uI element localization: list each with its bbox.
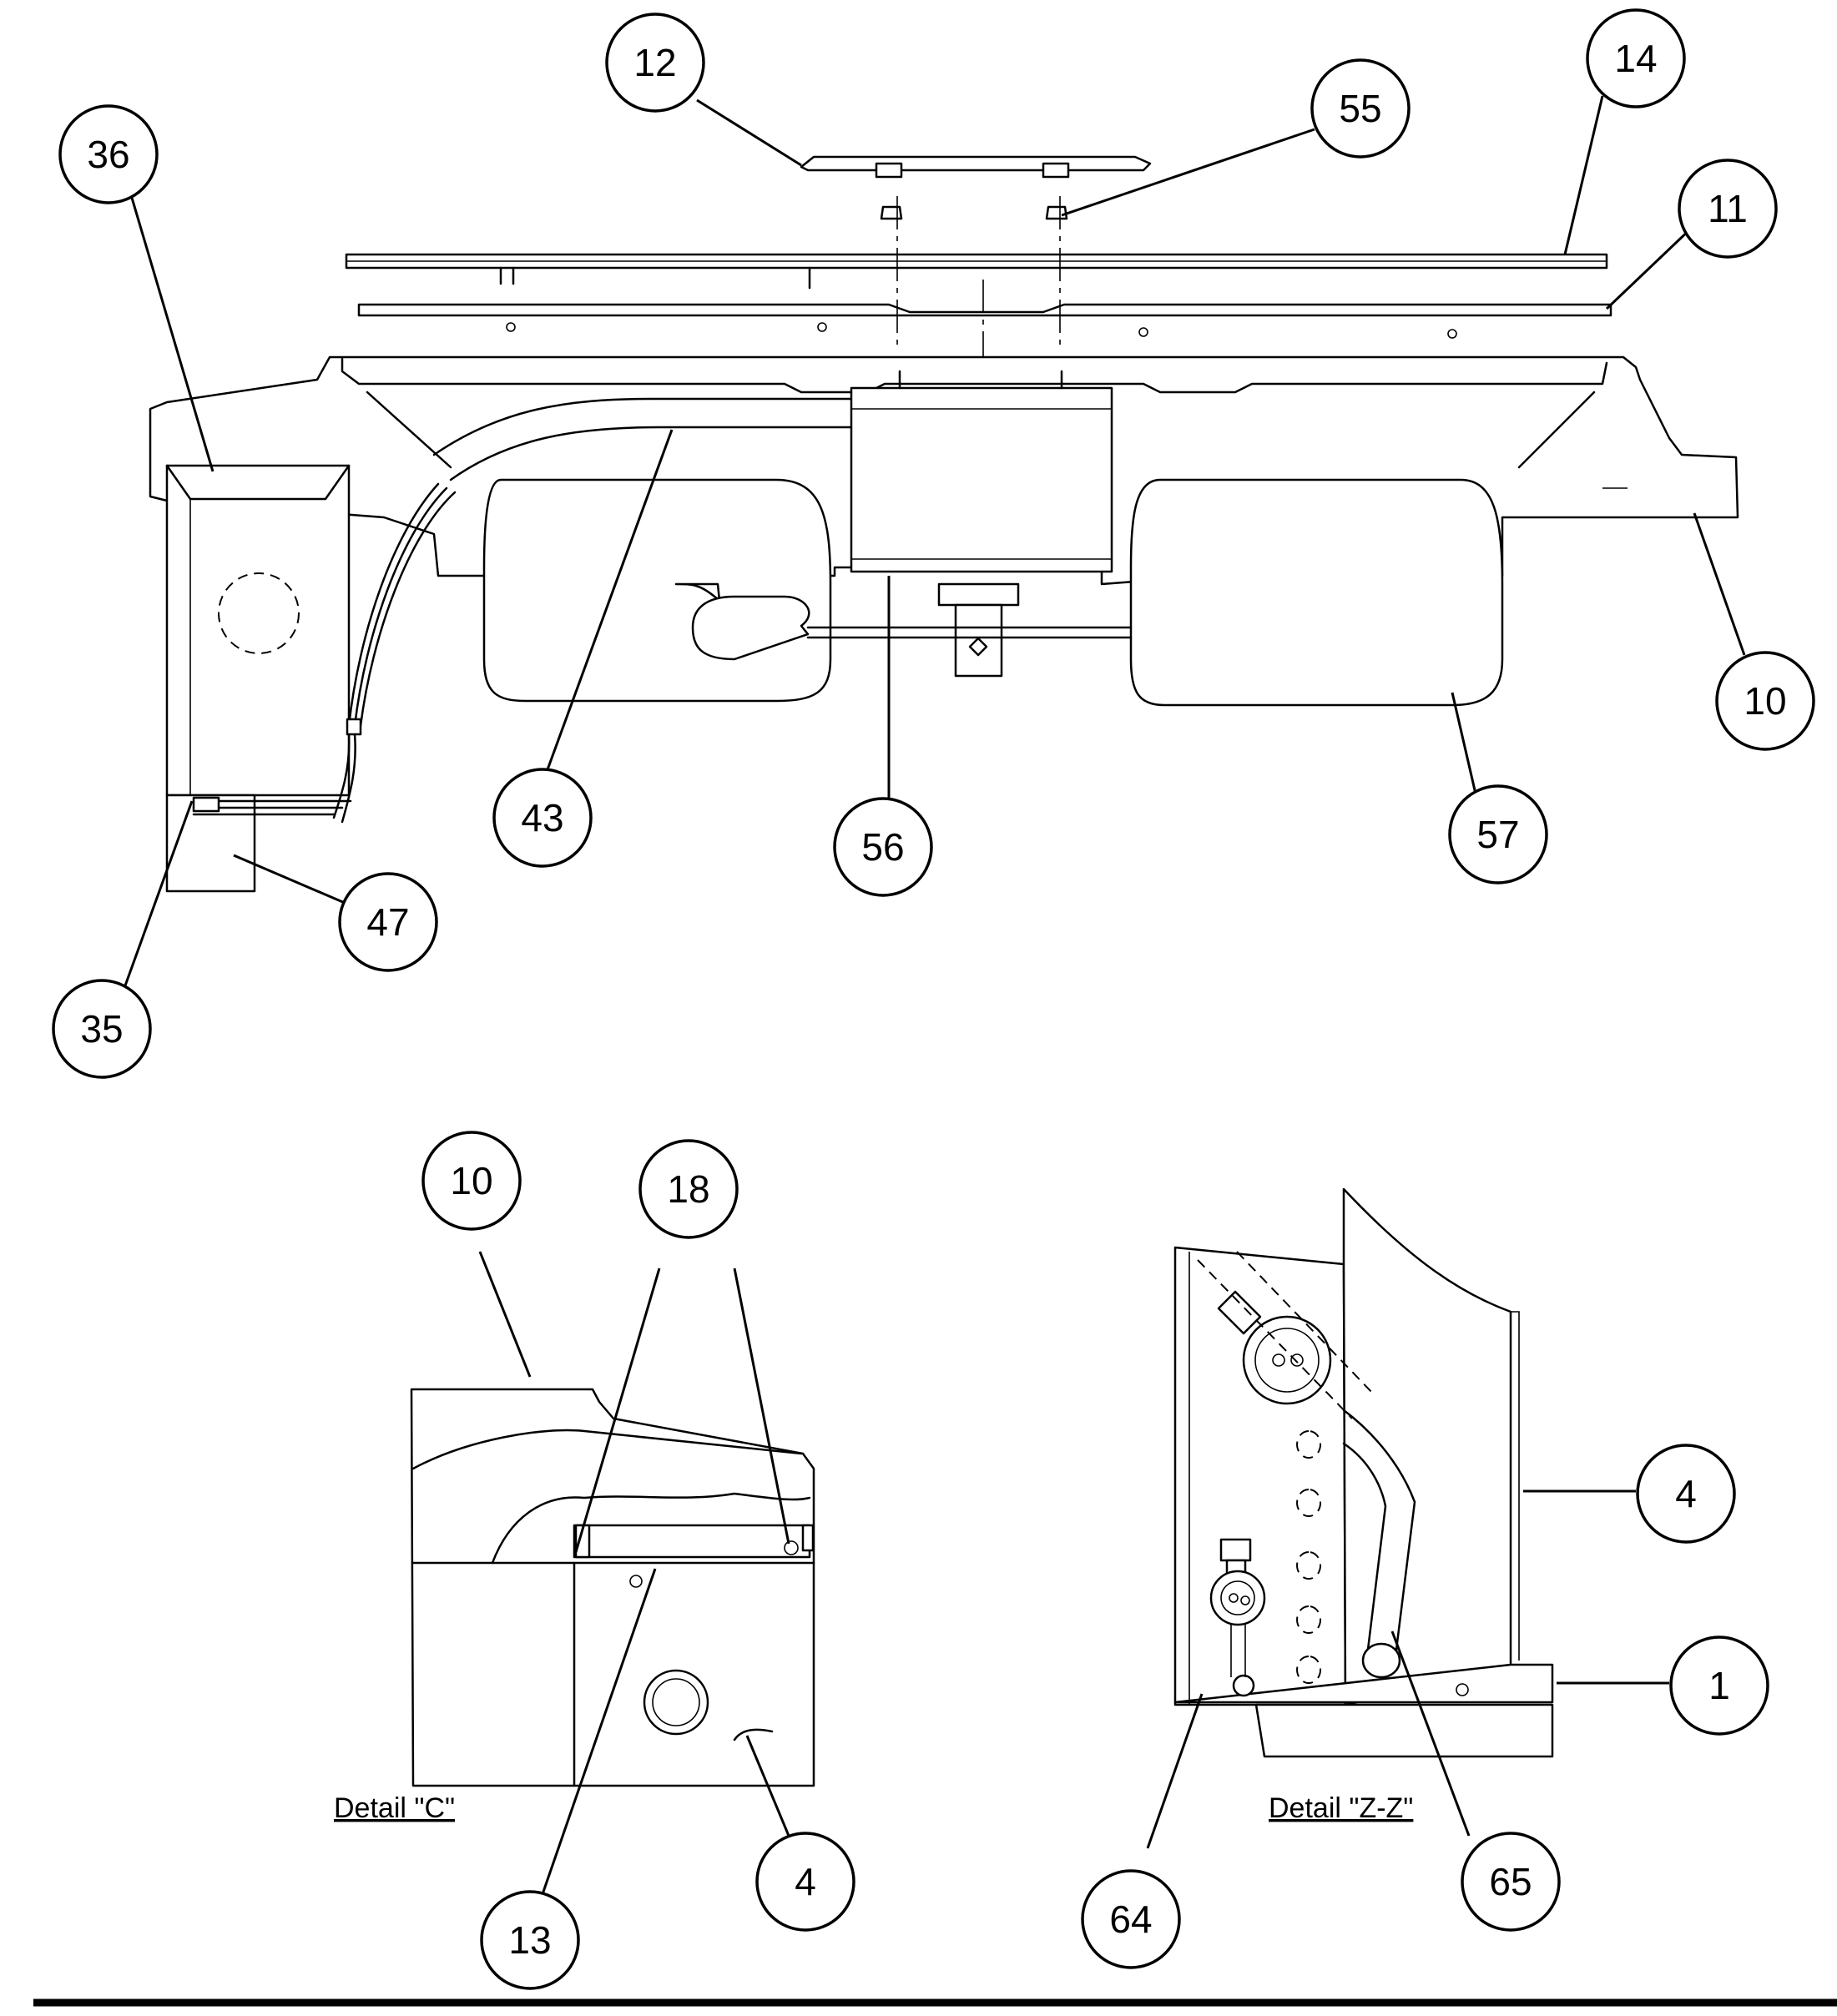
svg-text:13: 13 (508, 1918, 551, 1962)
callout-57: 57 (1448, 784, 1548, 885)
svg-text:10: 10 (450, 1159, 492, 1202)
part-43-scroll (432, 397, 853, 481)
part-11-bracket (357, 303, 1612, 339)
part-14-rail (345, 253, 1608, 290)
callout-14: 14 (1586, 8, 1686, 108)
svg-text:43: 43 (521, 796, 563, 839)
detail-c-drawing (410, 1251, 815, 1895)
part-55-studs (880, 205, 1068, 220)
callout-36: 36 (58, 104, 159, 204)
callout-64: 64 (1081, 1869, 1181, 1969)
svg-text:4: 4 (1675, 1472, 1697, 1515)
svg-text:14: 14 (1614, 37, 1657, 80)
detail-zz-caption: Detail "Z-Z" (1269, 1792, 1413, 1824)
callout-65: 65 (1461, 1832, 1561, 1932)
top-leaders (119, 95, 1746, 998)
part-56-motor-mount (850, 370, 1113, 678)
callout-4-detail-z: 4 (1636, 1444, 1736, 1544)
callout-18: 18 (638, 1139, 739, 1239)
part-35-terminal (192, 796, 352, 816)
svg-text:55: 55 (1339, 87, 1381, 130)
svg-text:10: 10 (1744, 679, 1786, 723)
callout-12: 12 (605, 13, 705, 113)
svg-text:47: 47 (366, 900, 409, 944)
callout-10-top: 10 (1715, 651, 1815, 751)
callout-4-detail-c: 4 (755, 1832, 855, 1932)
callout-55: 55 (1310, 58, 1411, 159)
detail-c-caption: Detail "C" (334, 1792, 455, 1824)
callout-47: 47 (338, 872, 438, 972)
callout-11: 11 (1678, 159, 1778, 259)
callout-43: 43 (492, 768, 593, 868)
svg-text:65: 65 (1489, 1860, 1532, 1903)
callout-56: 56 (833, 797, 933, 897)
detail-zz-drawing (1146, 1187, 1669, 1849)
svg-text:35: 35 (80, 1007, 123, 1051)
callout-10-detail: 10 (421, 1131, 522, 1231)
svg-text:57: 57 (1476, 813, 1519, 856)
top-assembly (149, 155, 1739, 893)
part-12-cover-plate (800, 155, 1152, 179)
svg-text:56: 56 (861, 825, 904, 869)
part-36-control-box (165, 464, 457, 824)
part-57-blower-wheels (482, 478, 1504, 707)
svg-text:12: 12 (633, 41, 676, 84)
callout-1: 1 (1669, 1635, 1769, 1736)
svg-text:18: 18 (667, 1167, 709, 1211)
svg-text:11: 11 (1708, 187, 1748, 230)
svg-text:4: 4 (795, 1860, 816, 1903)
svg-text:36: 36 (87, 133, 129, 176)
svg-text:64: 64 (1109, 1898, 1152, 1941)
svg-text:1: 1 (1708, 1664, 1730, 1707)
callout-13: 13 (480, 1890, 580, 1990)
callout-35: 35 (52, 979, 152, 1079)
